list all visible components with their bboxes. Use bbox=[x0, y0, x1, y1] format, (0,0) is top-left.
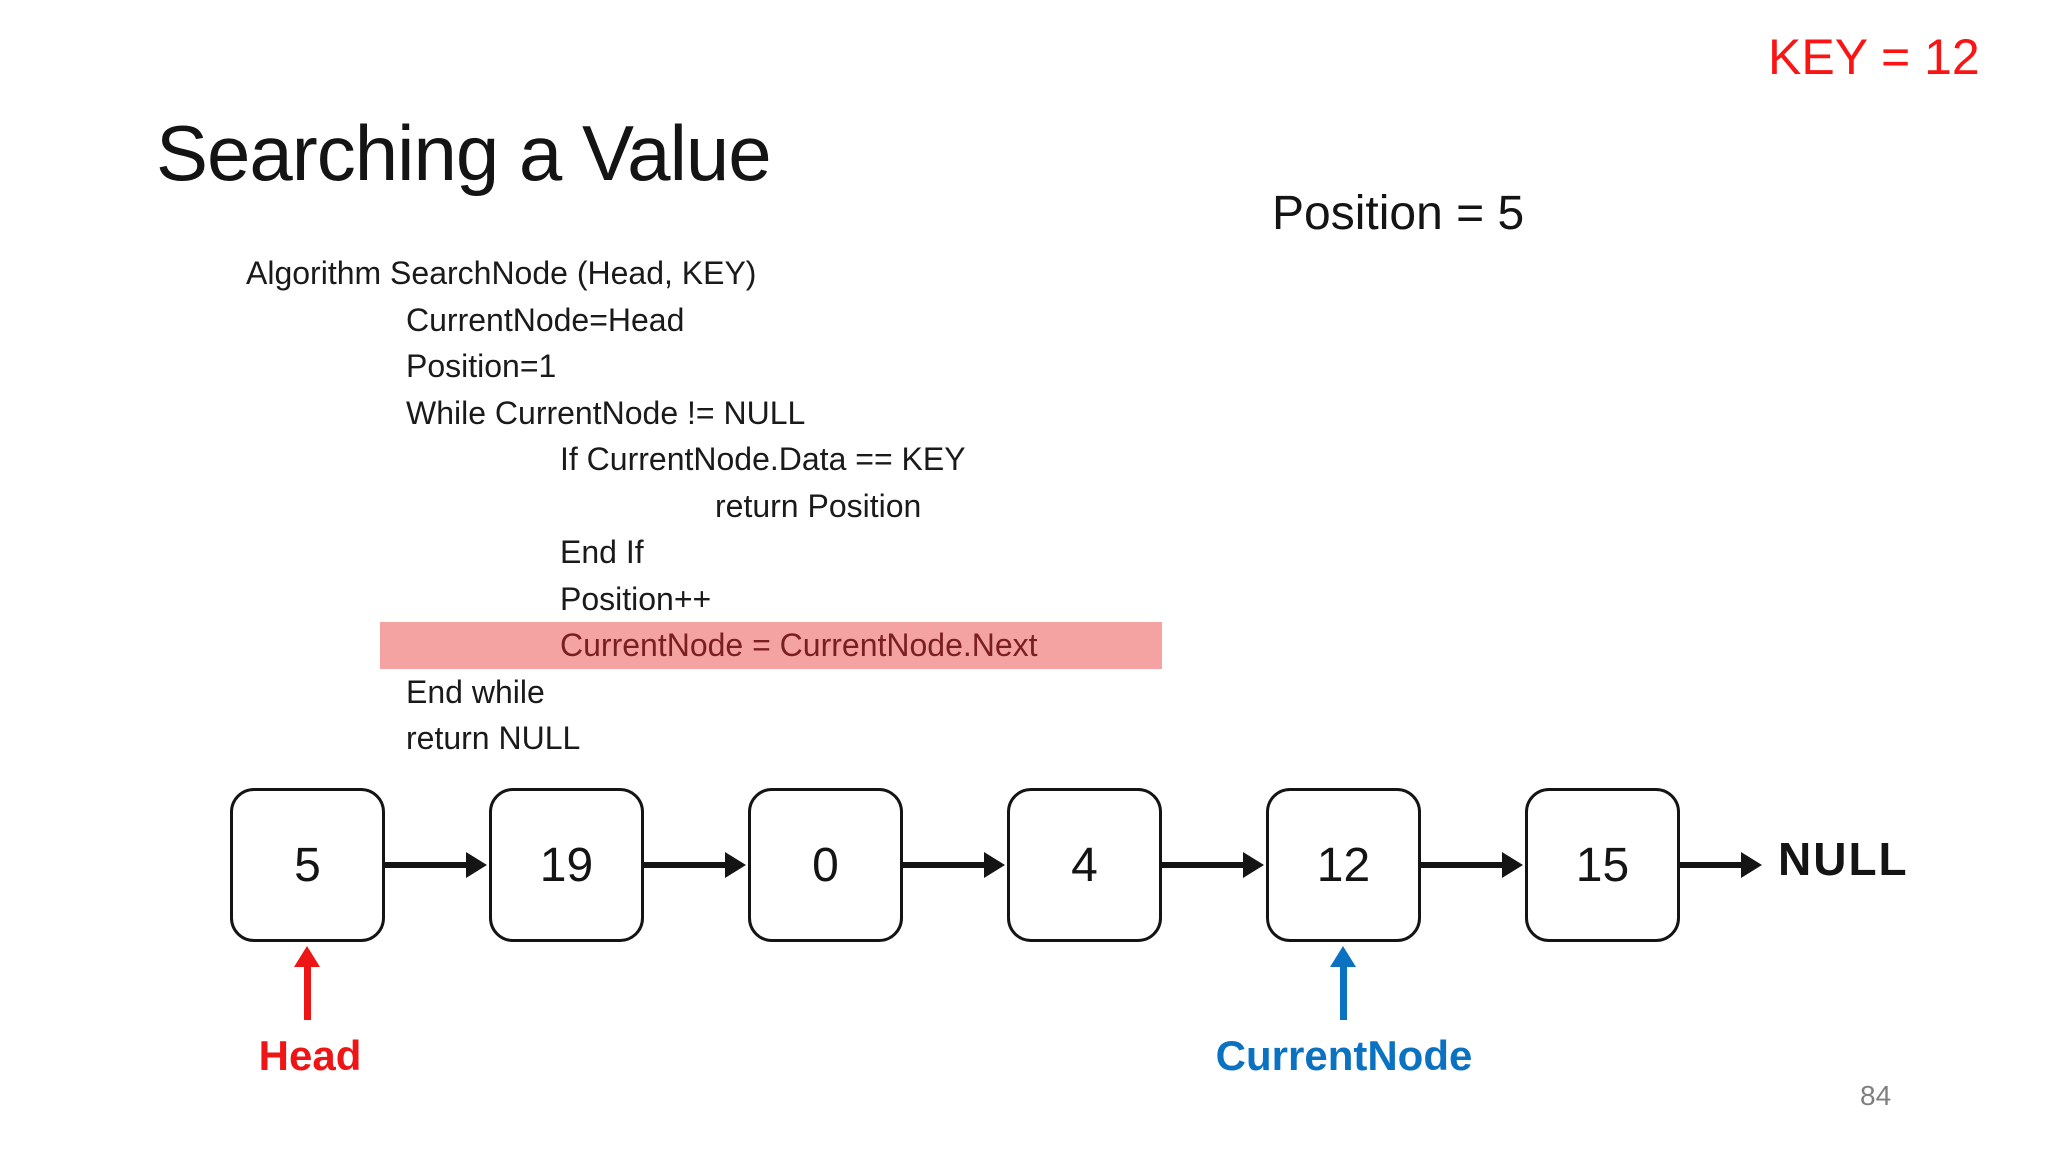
next-pointer-arrow-icon bbox=[1162, 852, 1264, 878]
code-line: Algorithm SearchNode (Head, KEY) bbox=[246, 255, 757, 291]
head-pointer-label: Head bbox=[258, 1032, 362, 1079]
list-node: 19 bbox=[489, 788, 644, 942]
slide-title: Searching a Value bbox=[156, 109, 772, 197]
pseudocode-block: Algorithm SearchNode (Head, KEY) Current… bbox=[0, 250, 1162, 762]
node-value: 5 bbox=[294, 838, 321, 892]
next-pointer-arrow-icon bbox=[644, 852, 746, 878]
next-pointer-arrow-icon bbox=[385, 852, 487, 878]
highlighted-code-line: CurrentNode = CurrentNode.Next bbox=[380, 622, 1162, 669]
node-value: 15 bbox=[1575, 838, 1630, 892]
key-value-label: KEY = 12 bbox=[1768, 29, 1980, 85]
page-number: 84 bbox=[1860, 1080, 1892, 1111]
code-line: Position++ bbox=[560, 580, 712, 617]
node-value: 12 bbox=[1316, 838, 1371, 892]
code-line: While CurrentNode != NULL bbox=[406, 394, 806, 431]
node-value: 0 bbox=[812, 838, 839, 892]
currentnode-pointer-up-arrow-icon bbox=[1330, 946, 1356, 1020]
list-node: 4 bbox=[1007, 788, 1162, 942]
code-line: return Position bbox=[715, 487, 922, 524]
list-node: 0 bbox=[748, 788, 903, 942]
next-pointer-arrow-icon bbox=[1421, 852, 1523, 878]
code-line: Position=1 bbox=[406, 348, 557, 384]
null-pointer-arrow-icon bbox=[1680, 852, 1762, 878]
code-line: If CurrentNode.Data == KEY bbox=[560, 441, 966, 477]
list-node: 12 bbox=[1266, 788, 1421, 942]
node-value: 19 bbox=[539, 838, 594, 892]
head-pointer-up-arrow-icon bbox=[294, 946, 320, 1020]
node-value: 4 bbox=[1071, 838, 1098, 892]
position-value-label: Position = 5 bbox=[1272, 187, 1525, 240]
code-line: CurrentNode=Head bbox=[406, 301, 685, 338]
null-terminator-label: NULL bbox=[1778, 833, 1909, 885]
list-node: 15 bbox=[1525, 788, 1680, 942]
list-node: 5 bbox=[230, 788, 385, 942]
next-pointer-arrow-icon bbox=[903, 852, 1005, 878]
code-line: End while bbox=[406, 673, 545, 710]
code-line: return NULL bbox=[406, 720, 581, 756]
code-line: End If bbox=[560, 534, 644, 570]
currentnode-pointer-label: CurrentNode bbox=[1215, 1032, 1473, 1079]
